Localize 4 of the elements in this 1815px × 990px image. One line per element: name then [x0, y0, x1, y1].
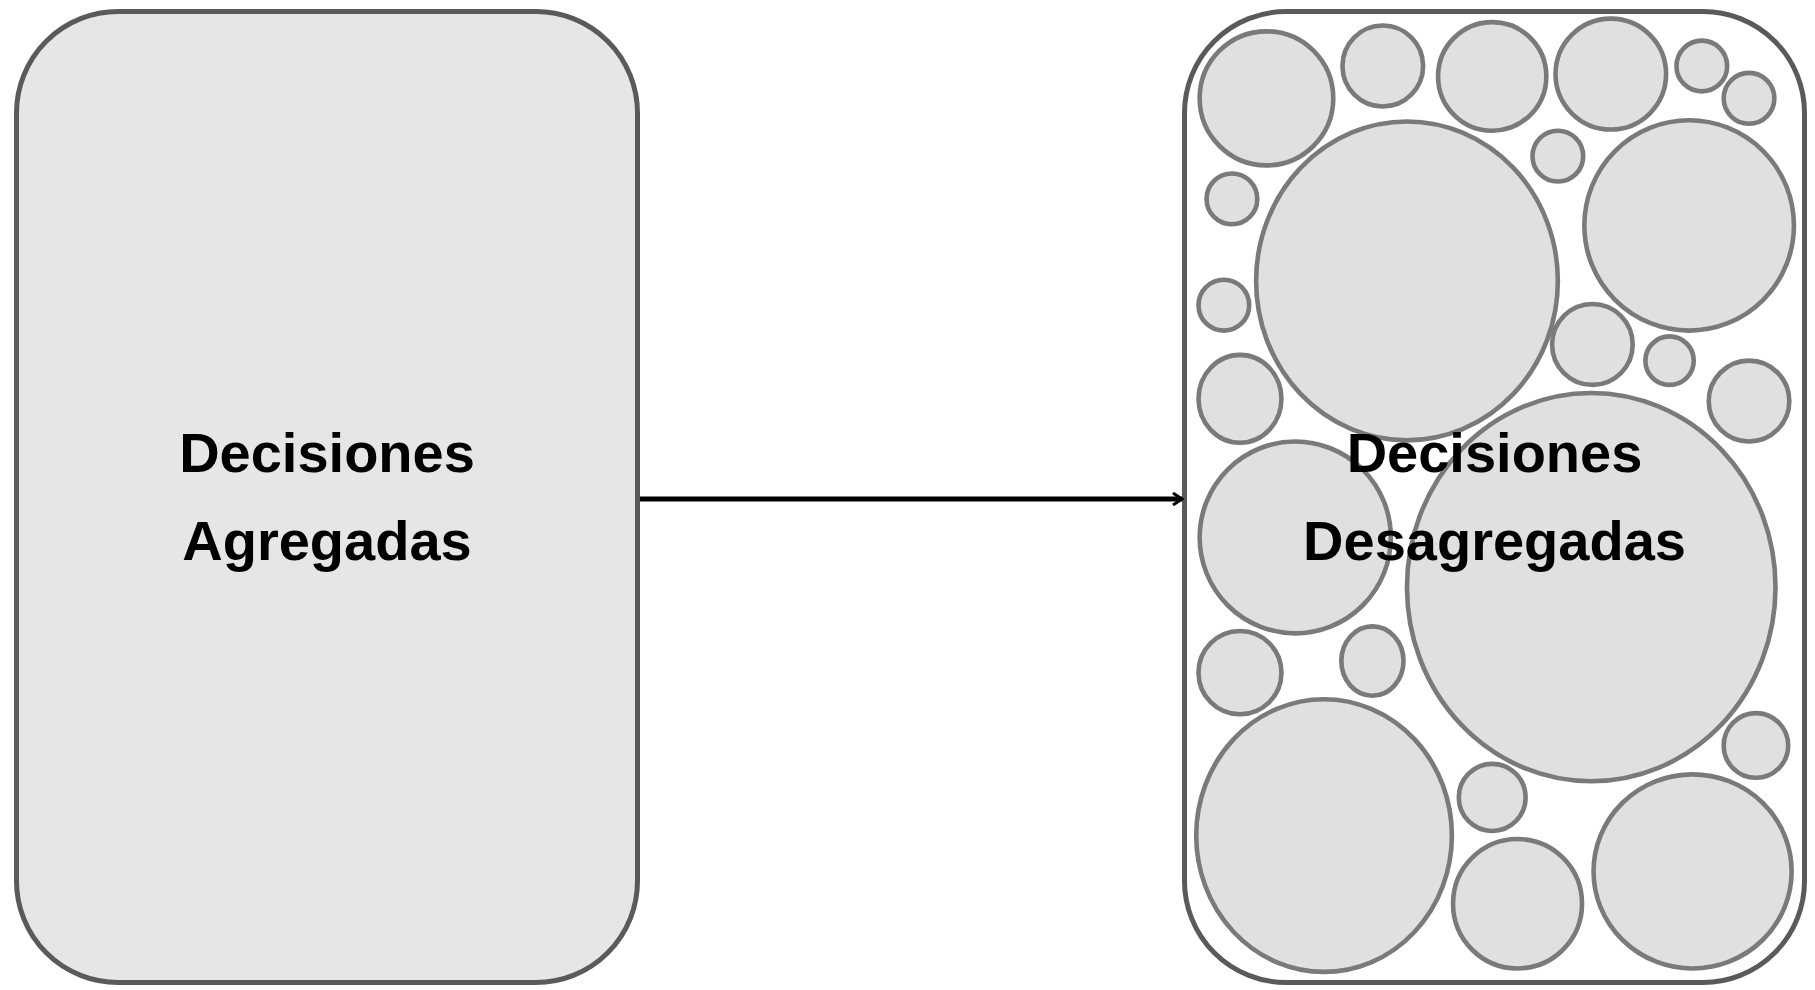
- box-label: Decisiones Agregadas: [178, 420, 476, 574]
- rounded-box: [14, 9, 640, 985]
- box-label: Decisiones Desagregadas: [1302, 420, 1687, 574]
- arrow: [640, 491, 1184, 507]
